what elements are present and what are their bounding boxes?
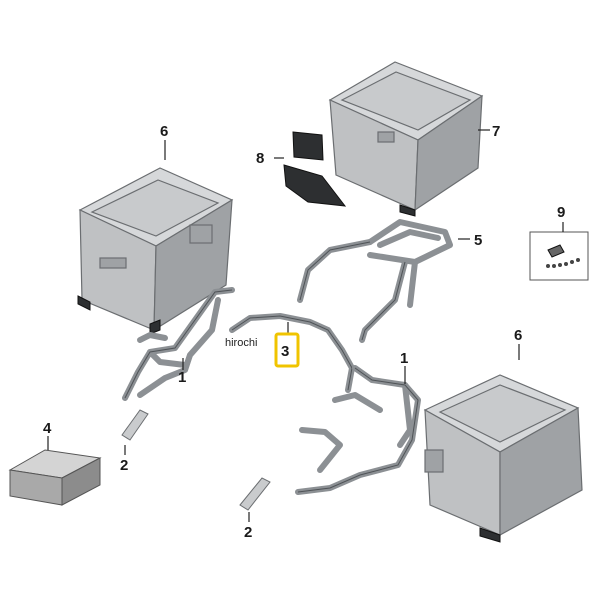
leader-lines: [47, 129, 564, 522]
hardware-kit: [529, 231, 589, 281]
mounting-pin-right: [239, 477, 271, 511]
callout-8: 8: [256, 150, 264, 167]
watermark: hirochi: [225, 337, 257, 349]
callout-5: 5: [474, 232, 482, 249]
callout-4: 4: [43, 420, 52, 437]
side-case-left: [77, 167, 234, 335]
callout-7: 7: [492, 123, 500, 140]
callout-2-left: 2: [120, 457, 128, 474]
callout-1-left: 1: [178, 369, 186, 386]
side-frame-left: [122, 287, 235, 401]
callout-9: 9: [557, 204, 565, 221]
top-rack: [297, 219, 453, 343]
callout-6-right: 6: [514, 327, 522, 344]
callout-3: 3: [281, 343, 289, 360]
side-frame-right: [295, 365, 421, 495]
mounting-pin-left: [121, 409, 149, 441]
callout-1-right: 1: [400, 350, 408, 367]
callout-3-highlight: [274, 332, 300, 368]
side-case-right: [423, 374, 583, 543]
top-case: [328, 61, 484, 217]
callout-2-right: 2: [244, 524, 252, 541]
inner-pads: [283, 131, 347, 207]
callout-6-left: 6: [160, 123, 168, 140]
box-kit: [8, 449, 102, 506]
cross-brace: [229, 313, 355, 393]
